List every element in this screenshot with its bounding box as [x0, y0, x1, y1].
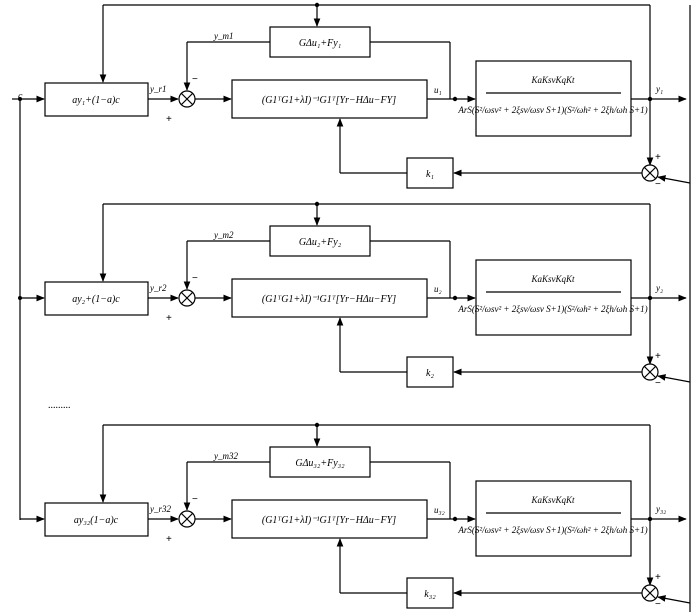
plant-denominator: ArS(S²/ωsv² + 2ξsv/ωsv S+1)(S²/ωh² + 2ξh… — [457, 304, 647, 314]
error-sum-junction — [178, 510, 196, 528]
reference-block — [44, 502, 149, 537]
feedback-minus-sign: − — [655, 599, 661, 610]
control-signal-label: u₃₂ — [434, 505, 445, 515]
control-loop: ay₃₂(1−a)c y_r32 + GΔu₃₂+Fy₃₂ y_m32 − (G1ᵀG1+λ… — [20, 422, 691, 610]
controller-block — [231, 499, 428, 539]
prediction-formula: GΔu₂+Fy₂ — [299, 237, 342, 248]
feedback-plus-sign: + — [655, 572, 661, 583]
gain-block — [406, 356, 454, 388]
prediction-sign: − — [192, 494, 198, 505]
feedback-plus-sign: + — [655, 351, 661, 362]
gain-label: k₃₂ — [424, 589, 436, 600]
plant-block — [475, 480, 632, 557]
plant-denominator: ArS(S²/ωsv² + 2ξsv/ωsv S+1)(S²/ωh² + 2ξh… — [457, 105, 647, 115]
feedback-minus-sign: − — [655, 179, 661, 190]
controller-formula: (G1ᵀG1+λI)⁻¹G1ᵀ[Yr−HΔu−FY] — [262, 294, 396, 305]
error-sum-junction — [178, 289, 196, 307]
control-signal-label: u₁ — [434, 85, 442, 95]
prediction-output-label: y_m2 — [213, 230, 234, 240]
controller-formula: (G1ᵀG1+λI)⁻¹G1ᵀ[Yr−HΔu−FY] — [262, 95, 396, 106]
control-loop: ay₂+(1−a)c y_r2 + GΔu₂+Fy₂ y_m2 − (G1ᵀG1+λI)⁻¹… — [20, 201, 691, 389]
control-loop: ay₁+(1−a)c y_r1 + GΔu₁+Fy₁ y_m1 − (G1ᵀG1+λI)⁻¹… — [20, 2, 691, 190]
plant-numerator: KaKsvKqKt — [530, 274, 575, 284]
prediction-output-label: y_m1 — [213, 31, 234, 41]
reference-formula: ay₁+(1−a)c — [72, 95, 120, 106]
prediction-sign: − — [192, 74, 198, 85]
prediction-sign: − — [192, 273, 198, 284]
plant-denominator: ArS(S²/ωsv² + 2ξsv/ωsv S+1)(S²/ωh² + 2ξh… — [457, 525, 647, 535]
controller-formula: (G1ᵀG1+λI)⁻¹G1ᵀ[Yr−HΔu−FY] — [262, 515, 396, 526]
input-label: c — [18, 91, 23, 102]
reference-formula: ay₃₂(1−a)c — [74, 515, 119, 526]
reference-block — [44, 281, 149, 316]
feedback-plus-sign: + — [655, 152, 661, 163]
reference-formula: ay₂+(1−a)c — [72, 294, 120, 305]
prediction-formula: GΔu₁+Fy₁ — [299, 38, 341, 49]
reference-output-label: y_r32 — [149, 504, 171, 514]
reference-output-label: y_r1 — [149, 84, 167, 94]
plant-numerator: KaKsvKqKt — [530, 75, 575, 85]
plant-output-label: y₃₂ — [655, 504, 666, 514]
plant-block — [475, 259, 632, 336]
plant-block — [475, 60, 632, 137]
gain-label: k₂ — [426, 368, 434, 379]
reference-sign: + — [166, 313, 172, 324]
reference-output-label: y_r2 — [149, 283, 167, 293]
plant-output-label: y₂ — [655, 283, 663, 293]
prediction-formula: GΔu₃₂+Fy₃₂ — [295, 458, 345, 469]
plant-numerator: KaKsvKqKt — [530, 495, 575, 505]
feedback-minus-sign: − — [655, 378, 661, 389]
reference-sign: + — [166, 534, 172, 545]
error-sum-junction — [178, 90, 196, 108]
reference-block — [44, 82, 149, 117]
controller-block — [231, 79, 428, 119]
prediction-output-label: y_m32 — [213, 451, 238, 461]
loop-ellipsis: ......... — [48, 400, 71, 411]
control-signal-label: u₂ — [434, 284, 442, 294]
plant-output-label: y₁ — [655, 84, 663, 94]
gain-label: k₁ — [426, 169, 434, 180]
reference-sign: + — [166, 114, 172, 125]
